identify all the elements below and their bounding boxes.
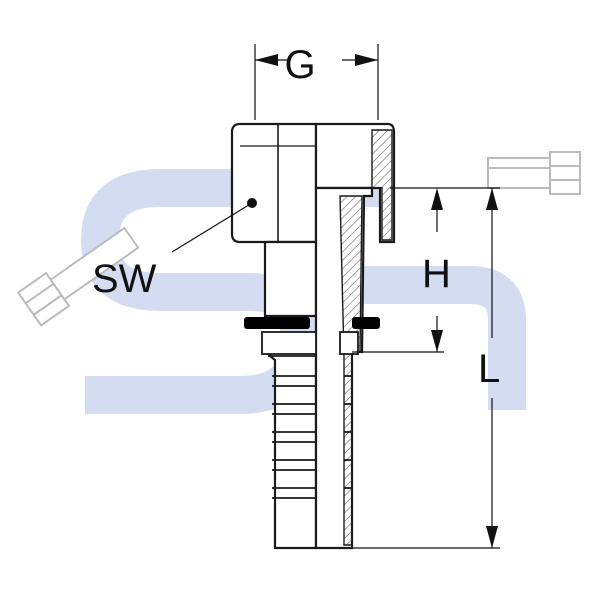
dim-g (254, 44, 379, 120)
fitting-outline (230, 122, 396, 550)
collar (261, 331, 359, 355)
label-h: H (422, 252, 451, 296)
seal-ring (244, 317, 380, 329)
watermark-fitting-left (16, 226, 140, 327)
nut-exterior (230, 122, 318, 244)
nipple-neck (263, 240, 318, 318)
nipple-section-hatch (339, 195, 363, 546)
label-g: G (284, 43, 315, 87)
watermark-fitting-right (487, 151, 581, 195)
label-sw: SW (92, 257, 157, 301)
label-l: L (478, 347, 500, 391)
tail-ribs (268, 355, 352, 499)
tail-exterior (268, 338, 318, 550)
sw-leader-line (171, 202, 253, 253)
dim-h (352, 187, 500, 353)
dim-l (352, 188, 500, 549)
nut-section-hatch (371, 129, 393, 241)
